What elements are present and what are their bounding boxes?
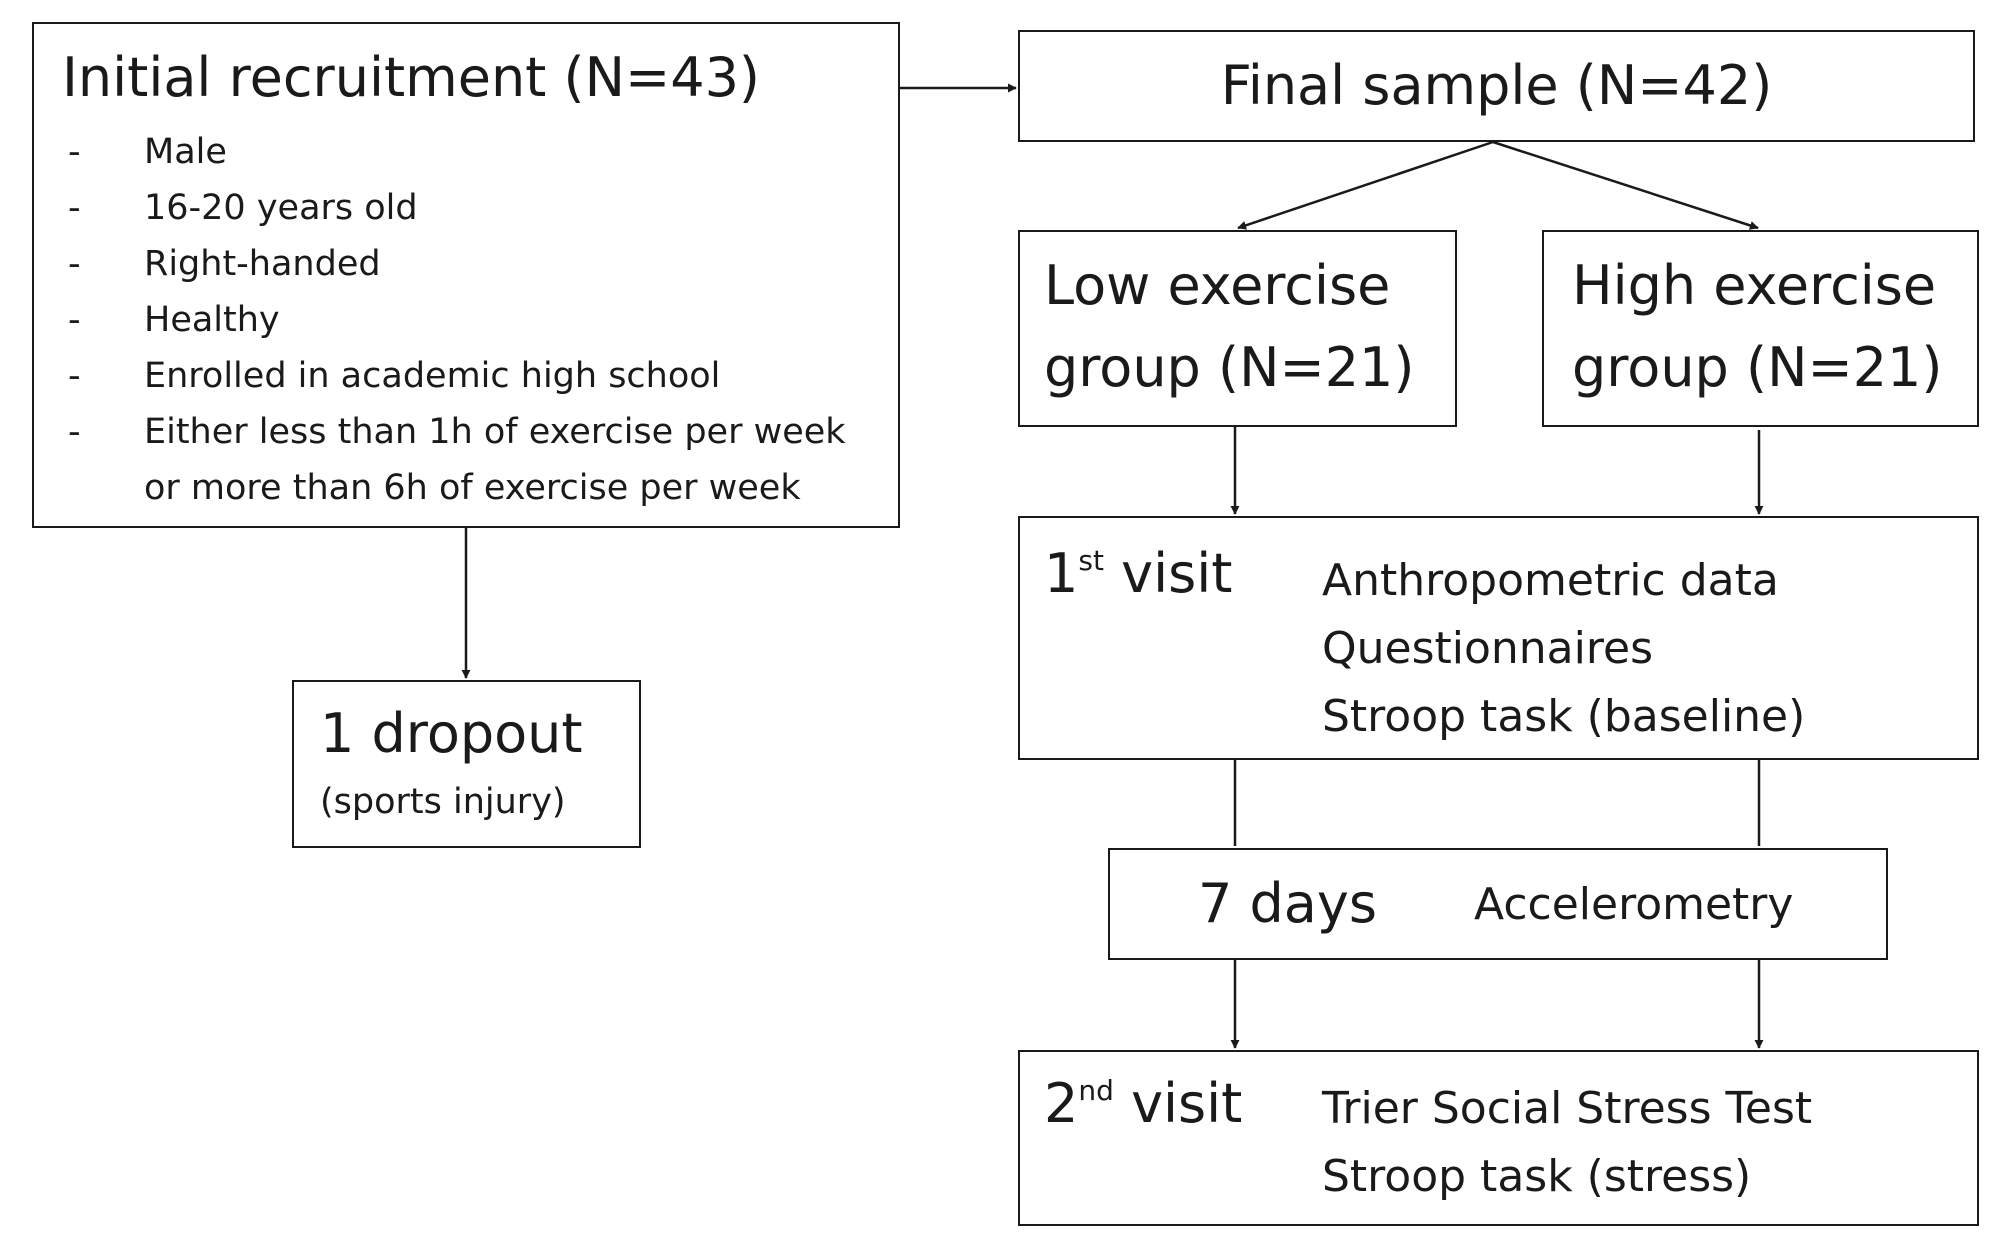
visit-1-ordinal: st <box>1078 544 1104 577</box>
visit-2-box: 2nd visit Trier Social Stress Test Stroo… <box>1018 1050 1979 1226</box>
dropout-reason: (sports injury) <box>320 782 566 822</box>
visit-2-word: visit <box>1131 1072 1243 1135</box>
criteria-item-continued: or more than 6h of exercise per week <box>62 460 846 516</box>
criteria-list: - Male - 16-20 years old - Right-handed … <box>62 124 846 516</box>
visit-2-ordinal: nd <box>1078 1074 1114 1107</box>
visit-1-word: visit <box>1121 542 1233 605</box>
final-sample-box: Final sample (N=42) <box>1018 30 1975 142</box>
visit-2-heading: 2nd visit <box>1044 1072 1242 1136</box>
visit-1-number: 1 <box>1044 542 1079 605</box>
low-group-line1: Low exercise <box>1044 254 1391 317</box>
criteria-text: Healthy <box>144 300 280 340</box>
low-exercise-group-box: Low exercise group (N=21) <box>1018 230 1457 427</box>
criteria-text: 16-20 years old <box>144 188 418 228</box>
bullet-dash: - <box>68 300 81 340</box>
criteria-text: Right-handed <box>144 244 381 284</box>
criteria-text: Either less than 1h of exercise per week <box>144 412 846 452</box>
visit-2-number: 2 <box>1044 1072 1079 1135</box>
visit-1-activity: Questionnaires <box>1322 623 1653 674</box>
criteria-item: - Enrolled in academic high school <box>62 348 846 404</box>
visit-2-activity: Stroop task (stress) <box>1322 1151 1752 1202</box>
seven-days-box: 7 days Accelerometry <box>1108 848 1888 960</box>
visit-1-activity: Stroop task (baseline) <box>1322 691 1806 742</box>
bullet-dash: - <box>68 244 81 284</box>
criteria-text: Male <box>144 132 227 172</box>
initial-recruitment-title: Initial recruitment (N=43) <box>62 46 760 109</box>
dropout-title: 1 dropout <box>320 702 583 765</box>
visit-1-heading: 1st visit <box>1044 542 1232 606</box>
criteria-text: or more than 6h of exercise per week <box>144 468 801 508</box>
days-activity: Accelerometry <box>1474 879 1794 930</box>
criteria-item: - Male <box>62 124 846 180</box>
bullet-dash: - <box>68 188 81 228</box>
bullet-dash: - <box>68 412 81 452</box>
high-group-line2: group (N=21) <box>1572 336 1943 399</box>
dropout-box: 1 dropout (sports injury) <box>292 680 641 848</box>
arrow-final-to-low <box>1237 140 1494 230</box>
low-group-line2: group (N=21) <box>1044 336 1415 399</box>
high-group-line1: High exercise <box>1572 254 1937 317</box>
initial-recruitment-box: Initial recruitment (N=43) - Male - 16-2… <box>32 22 900 528</box>
visit-1-activity: Anthropometric data <box>1322 555 1779 606</box>
visit-1-box: 1st visit Anthropometric data Questionna… <box>1018 516 1979 760</box>
criteria-item: - 16-20 years old <box>62 180 846 236</box>
arrow-final-to-high <box>1492 140 1759 230</box>
final-sample-label: Final sample (N=42) <box>1220 54 1773 117</box>
visit-2-activity: Trier Social Stress Test <box>1322 1083 1813 1134</box>
bullet-dash: - <box>68 356 81 396</box>
criteria-item: - Either less than 1h of exercise per we… <box>62 404 846 460</box>
days-label: 7 days <box>1198 872 1377 935</box>
high-exercise-group-box: High exercise group (N=21) <box>1542 230 1979 427</box>
criteria-item: - Healthy <box>62 292 846 348</box>
criteria-text: Enrolled in academic high school <box>144 356 721 396</box>
bullet-dash: - <box>68 132 81 172</box>
criteria-item: - Right-handed <box>62 236 846 292</box>
